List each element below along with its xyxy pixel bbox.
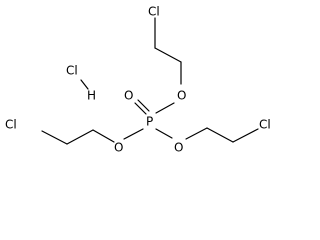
bond-c2-cl-left bbox=[41, 130, 68, 145]
atom-hcl-h: H bbox=[87, 89, 96, 103]
atom-o-phosphoryl: O bbox=[124, 89, 133, 103]
bond-p-o-double-a bbox=[134, 102, 147, 115]
atom-p: P bbox=[146, 115, 153, 129]
bond-o-right-c1 bbox=[185, 127, 208, 140]
bond-o-left-c1 bbox=[92, 129, 115, 143]
bond-hcl bbox=[80, 79, 89, 90]
bond-p-o-double-b bbox=[137, 99, 150, 112]
atom-hcl-cl: Cl bbox=[66, 64, 78, 78]
atom-o-left: O bbox=[114, 141, 123, 155]
atom-o-right: O bbox=[174, 141, 183, 155]
atom-o-upper: O bbox=[177, 89, 186, 103]
atom-cl-top: Cl bbox=[148, 5, 160, 19]
atom-cl-right: Cl bbox=[259, 118, 271, 132]
atom-cl-left: Cl bbox=[5, 118, 17, 132]
bond-p-o-left bbox=[123, 128, 144, 140]
bonds bbox=[41, 17, 259, 145]
bond-c1-c2-left bbox=[66, 129, 94, 145]
bond-p-o-right bbox=[155, 128, 173, 139]
bond-o-upper-p bbox=[155, 102, 175, 114]
bond-c1-c2-right bbox=[206, 127, 234, 143]
bond-c1-c2-top bbox=[154, 47, 182, 63]
atom-labels: Cl O O P O O Cl Cl Cl H bbox=[5, 5, 271, 155]
structure-diagram: Cl O O P O O Cl Cl Cl H bbox=[5, 5, 271, 155]
bond-c2-cl-right bbox=[232, 128, 259, 143]
